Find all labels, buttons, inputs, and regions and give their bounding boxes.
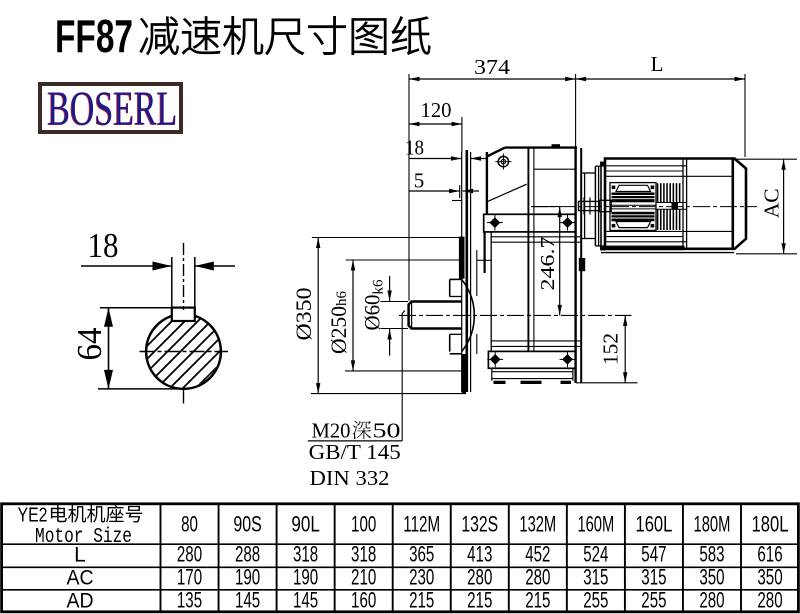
svg-text:AC: AC: [67, 566, 94, 589]
svg-text:152: 152: [599, 333, 623, 365]
svg-text:GB/T 145: GB/T 145: [309, 440, 401, 464]
svg-text:280: 280: [467, 564, 492, 589]
svg-text:413: 413: [467, 542, 492, 567]
svg-text:350: 350: [699, 564, 724, 589]
svg-text:Motor Size: Motor Size: [35, 526, 132, 549]
svg-text:215: 215: [409, 588, 434, 613]
svg-text:210: 210: [351, 564, 376, 589]
svg-text:k6: k6: [371, 279, 387, 295]
svg-text:64: 64: [70, 328, 109, 361]
svg-text:120: 120: [421, 98, 452, 122]
svg-text:215: 215: [467, 588, 492, 613]
svg-text:M20: M20: [312, 419, 351, 443]
svg-text:280: 280: [757, 588, 782, 613]
svg-text:318: 318: [293, 542, 318, 567]
svg-text:BOSERL: BOSERL: [47, 80, 177, 135]
svg-text:YE2: YE2: [18, 505, 48, 527]
svg-text:AC: AC: [760, 188, 784, 218]
svg-text:318: 318: [351, 542, 376, 567]
svg-text:DIN 332: DIN 332: [310, 466, 390, 490]
svg-text:5: 5: [414, 169, 425, 193]
svg-text:160: 160: [351, 588, 376, 613]
svg-text:170: 170: [177, 564, 202, 589]
svg-text:452: 452: [525, 542, 550, 567]
svg-text:100: 100: [351, 512, 376, 537]
svg-text:132S: 132S: [461, 512, 498, 537]
svg-text:288: 288: [235, 542, 260, 567]
svg-text:18: 18: [88, 226, 119, 265]
svg-text:215: 215: [525, 588, 550, 613]
svg-text:FF87: FF87: [55, 10, 133, 62]
svg-text:350: 350: [757, 564, 782, 589]
svg-text:280: 280: [525, 564, 550, 589]
svg-text:583: 583: [699, 542, 724, 567]
svg-text:Ø60: Ø60: [360, 295, 385, 331]
svg-text:Ø250: Ø250: [326, 306, 351, 354]
svg-text:AD: AD: [67, 590, 94, 613]
svg-text:L: L: [74, 544, 86, 567]
svg-text:145: 145: [293, 588, 318, 613]
svg-text:190: 190: [293, 564, 318, 589]
svg-text:315: 315: [641, 564, 666, 589]
svg-text:145: 145: [235, 588, 260, 613]
svg-text:547: 547: [641, 542, 666, 567]
svg-text:616: 616: [757, 542, 782, 567]
svg-text:255: 255: [641, 588, 666, 613]
svg-text:255: 255: [583, 588, 608, 613]
svg-text:160M: 160M: [577, 512, 614, 537]
svg-text:180L: 180L: [752, 512, 789, 537]
svg-text:365: 365: [409, 542, 434, 567]
svg-text:280: 280: [177, 542, 202, 567]
svg-text:190: 190: [235, 564, 260, 589]
svg-text:246.7: 246.7: [538, 236, 559, 290]
svg-text:BOSERL: BOSERL: [47, 81, 177, 136]
svg-text:h6: h6: [334, 291, 350, 307]
svg-text:90L: 90L: [291, 512, 319, 537]
svg-text:18: 18: [405, 136, 424, 160]
svg-text:524: 524: [583, 542, 608, 567]
svg-text:80: 80: [181, 512, 198, 537]
svg-text:180M: 180M: [694, 512, 731, 537]
svg-text:160L: 160L: [636, 512, 673, 537]
svg-text:230: 230: [409, 564, 434, 589]
svg-text:Ø350: Ø350: [291, 288, 316, 341]
svg-text:112M: 112M: [403, 512, 440, 537]
svg-text:135: 135: [177, 588, 202, 613]
svg-text:280: 280: [699, 588, 724, 613]
svg-text:50: 50: [373, 419, 401, 443]
svg-text:90S: 90S: [233, 512, 261, 537]
svg-text:374: 374: [474, 55, 511, 79]
svg-text:L: L: [651, 52, 664, 76]
svg-text:315: 315: [583, 564, 608, 589]
svg-text:132M: 132M: [519, 512, 556, 537]
